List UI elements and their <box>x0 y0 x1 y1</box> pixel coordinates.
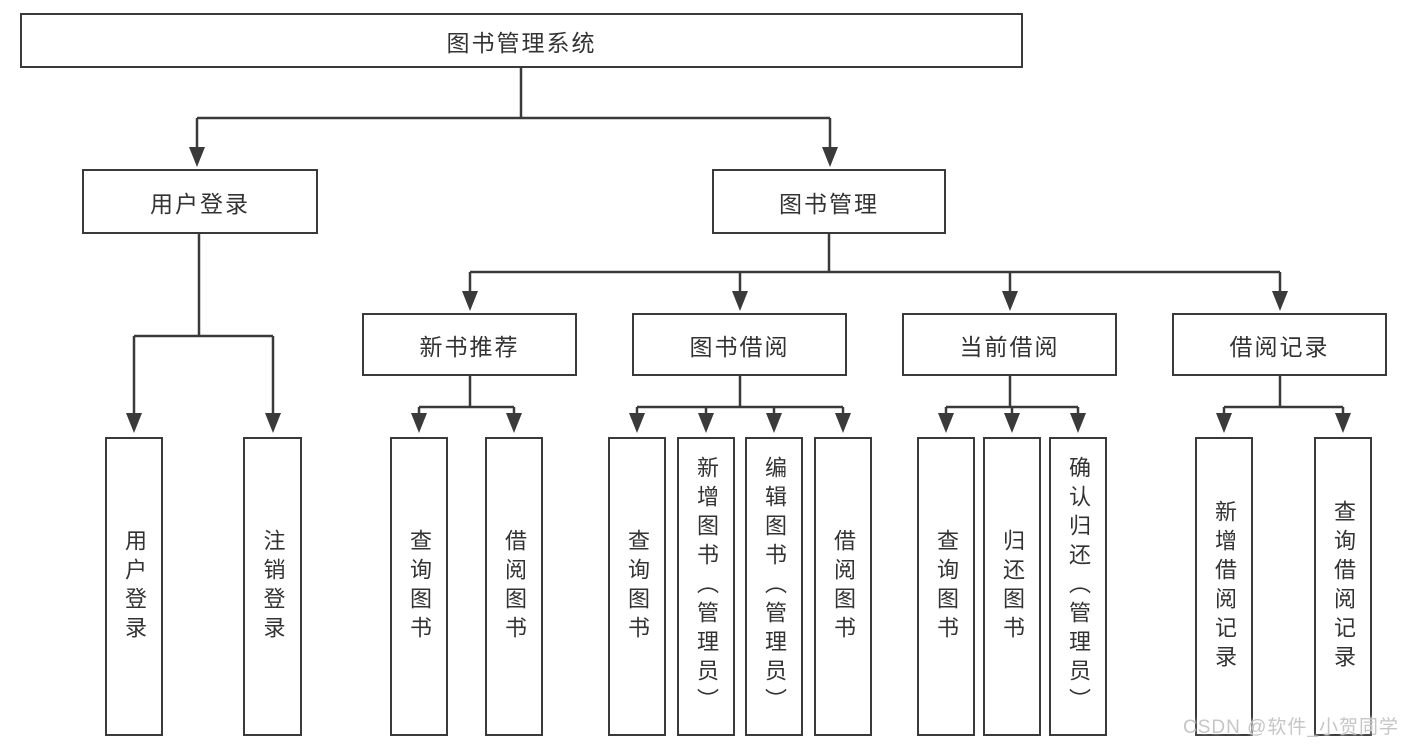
leaf-borrow-borrow-book-label: 借阅图书 <box>831 528 856 645</box>
leaf-current-return-book: 归还图书 <box>983 437 1041 736</box>
node-book-management: 图书管理 <box>712 169 946 234</box>
arrowhead-down-icon <box>1216 413 1232 433</box>
arrowhead-down-icon <box>938 413 954 433</box>
leaf-records-query-record-label: 查询借阅记录 <box>1331 499 1356 674</box>
arrowhead-down-icon <box>1004 413 1020 433</box>
node-root-label: 图书管理系统 <box>446 29 597 56</box>
node-user-login-label: 用户登录 <box>150 190 250 217</box>
arrowhead-down-icon <box>766 413 782 433</box>
leaf-user-login-label: 用户登录 <box>122 528 147 645</box>
leaf-logout: 注销登录 <box>243 437 302 736</box>
leaf-borrow-query-book-label: 查询图书 <box>625 528 650 645</box>
node-new-book-recommend: 新书推荐 <box>362 313 577 376</box>
arrowhead-down-icon <box>1335 413 1351 433</box>
arrowhead-down-icon <box>1272 291 1288 311</box>
leaf-recommend-borrow-book: 借阅图书 <box>485 437 543 736</box>
arrowhead-down-icon <box>835 413 851 433</box>
arrowhead-down-icon <box>732 291 748 311</box>
leaf-recommend-query-book-label: 查询图书 <box>407 528 432 645</box>
arrowhead-down-icon <box>189 147 205 167</box>
arrowhead-down-icon <box>265 413 281 433</box>
arrowhead-down-icon <box>126 413 142 433</box>
leaf-current-query-book: 查询图书 <box>917 437 975 736</box>
leaf-current-confirm-return-admin: 确认归还︵管理员︶ <box>1049 437 1107 736</box>
leaf-borrow-query-book: 查询图书 <box>608 437 666 736</box>
leaf-current-return-book-label: 归还图书 <box>1000 528 1025 645</box>
arrowhead-down-icon <box>822 147 838 167</box>
leaf-records-query-record: 查询借阅记录 <box>1314 437 1372 736</box>
arrowhead-down-icon <box>462 291 478 311</box>
leaf-borrow-edit-book-admin: 编辑图书︵管理员︶ <box>745 437 803 736</box>
node-current-borrow-label: 当前借阅 <box>959 333 1060 360</box>
leaf-borrow-borrow-book: 借阅图书 <box>814 437 872 736</box>
node-root: 图书管理系统 <box>20 13 1023 68</box>
leaf-current-query-book-label: 查询图书 <box>934 528 959 645</box>
leaf-recommend-borrow-book-label: 借阅图书 <box>502 528 527 645</box>
node-borrow-records-label: 借阅记录 <box>1229 333 1330 360</box>
leaf-logout-label: 注销登录 <box>260 528 286 645</box>
arrowhead-down-icon <box>698 413 714 433</box>
leaf-current-confirm-return-admin-label: 确认归还︵管理员︶ <box>1066 456 1091 717</box>
leaf-borrow-add-book-admin-label: 新增图书︵管理员︶ <box>694 456 719 717</box>
node-current-borrow: 当前借阅 <box>902 313 1117 376</box>
node-book-management-label: 图书管理 <box>779 190 879 217</box>
watermark: CSDN @软件_小贺同学 <box>1183 717 1399 738</box>
leaf-records-add-record-label: 新增借阅记录 <box>1212 499 1237 674</box>
leaf-records-add-record: 新增借阅记录 <box>1195 437 1253 736</box>
arrowhead-down-icon <box>629 413 645 433</box>
arrowhead-down-icon <box>411 413 427 433</box>
arrowhead-down-icon <box>1002 291 1018 311</box>
leaf-borrow-add-book-admin: 新增图书︵管理员︶ <box>677 437 735 736</box>
node-book-borrow-label: 图书借阅 <box>689 333 790 360</box>
node-book-borrow: 图书借阅 <box>632 313 847 376</box>
arrowhead-down-icon <box>506 413 522 433</box>
node-user-login: 用户登录 <box>82 169 318 234</box>
node-borrow-records: 借阅记录 <box>1172 313 1387 376</box>
leaf-recommend-query-book: 查询图书 <box>390 437 448 736</box>
leaf-user-login: 用户登录 <box>105 437 163 736</box>
leaf-borrow-edit-book-admin-label: 编辑图书︵管理员︶ <box>762 456 787 717</box>
arrowhead-down-icon <box>1070 413 1086 433</box>
node-new-book-recommend-label: 新书推荐 <box>419 333 520 360</box>
